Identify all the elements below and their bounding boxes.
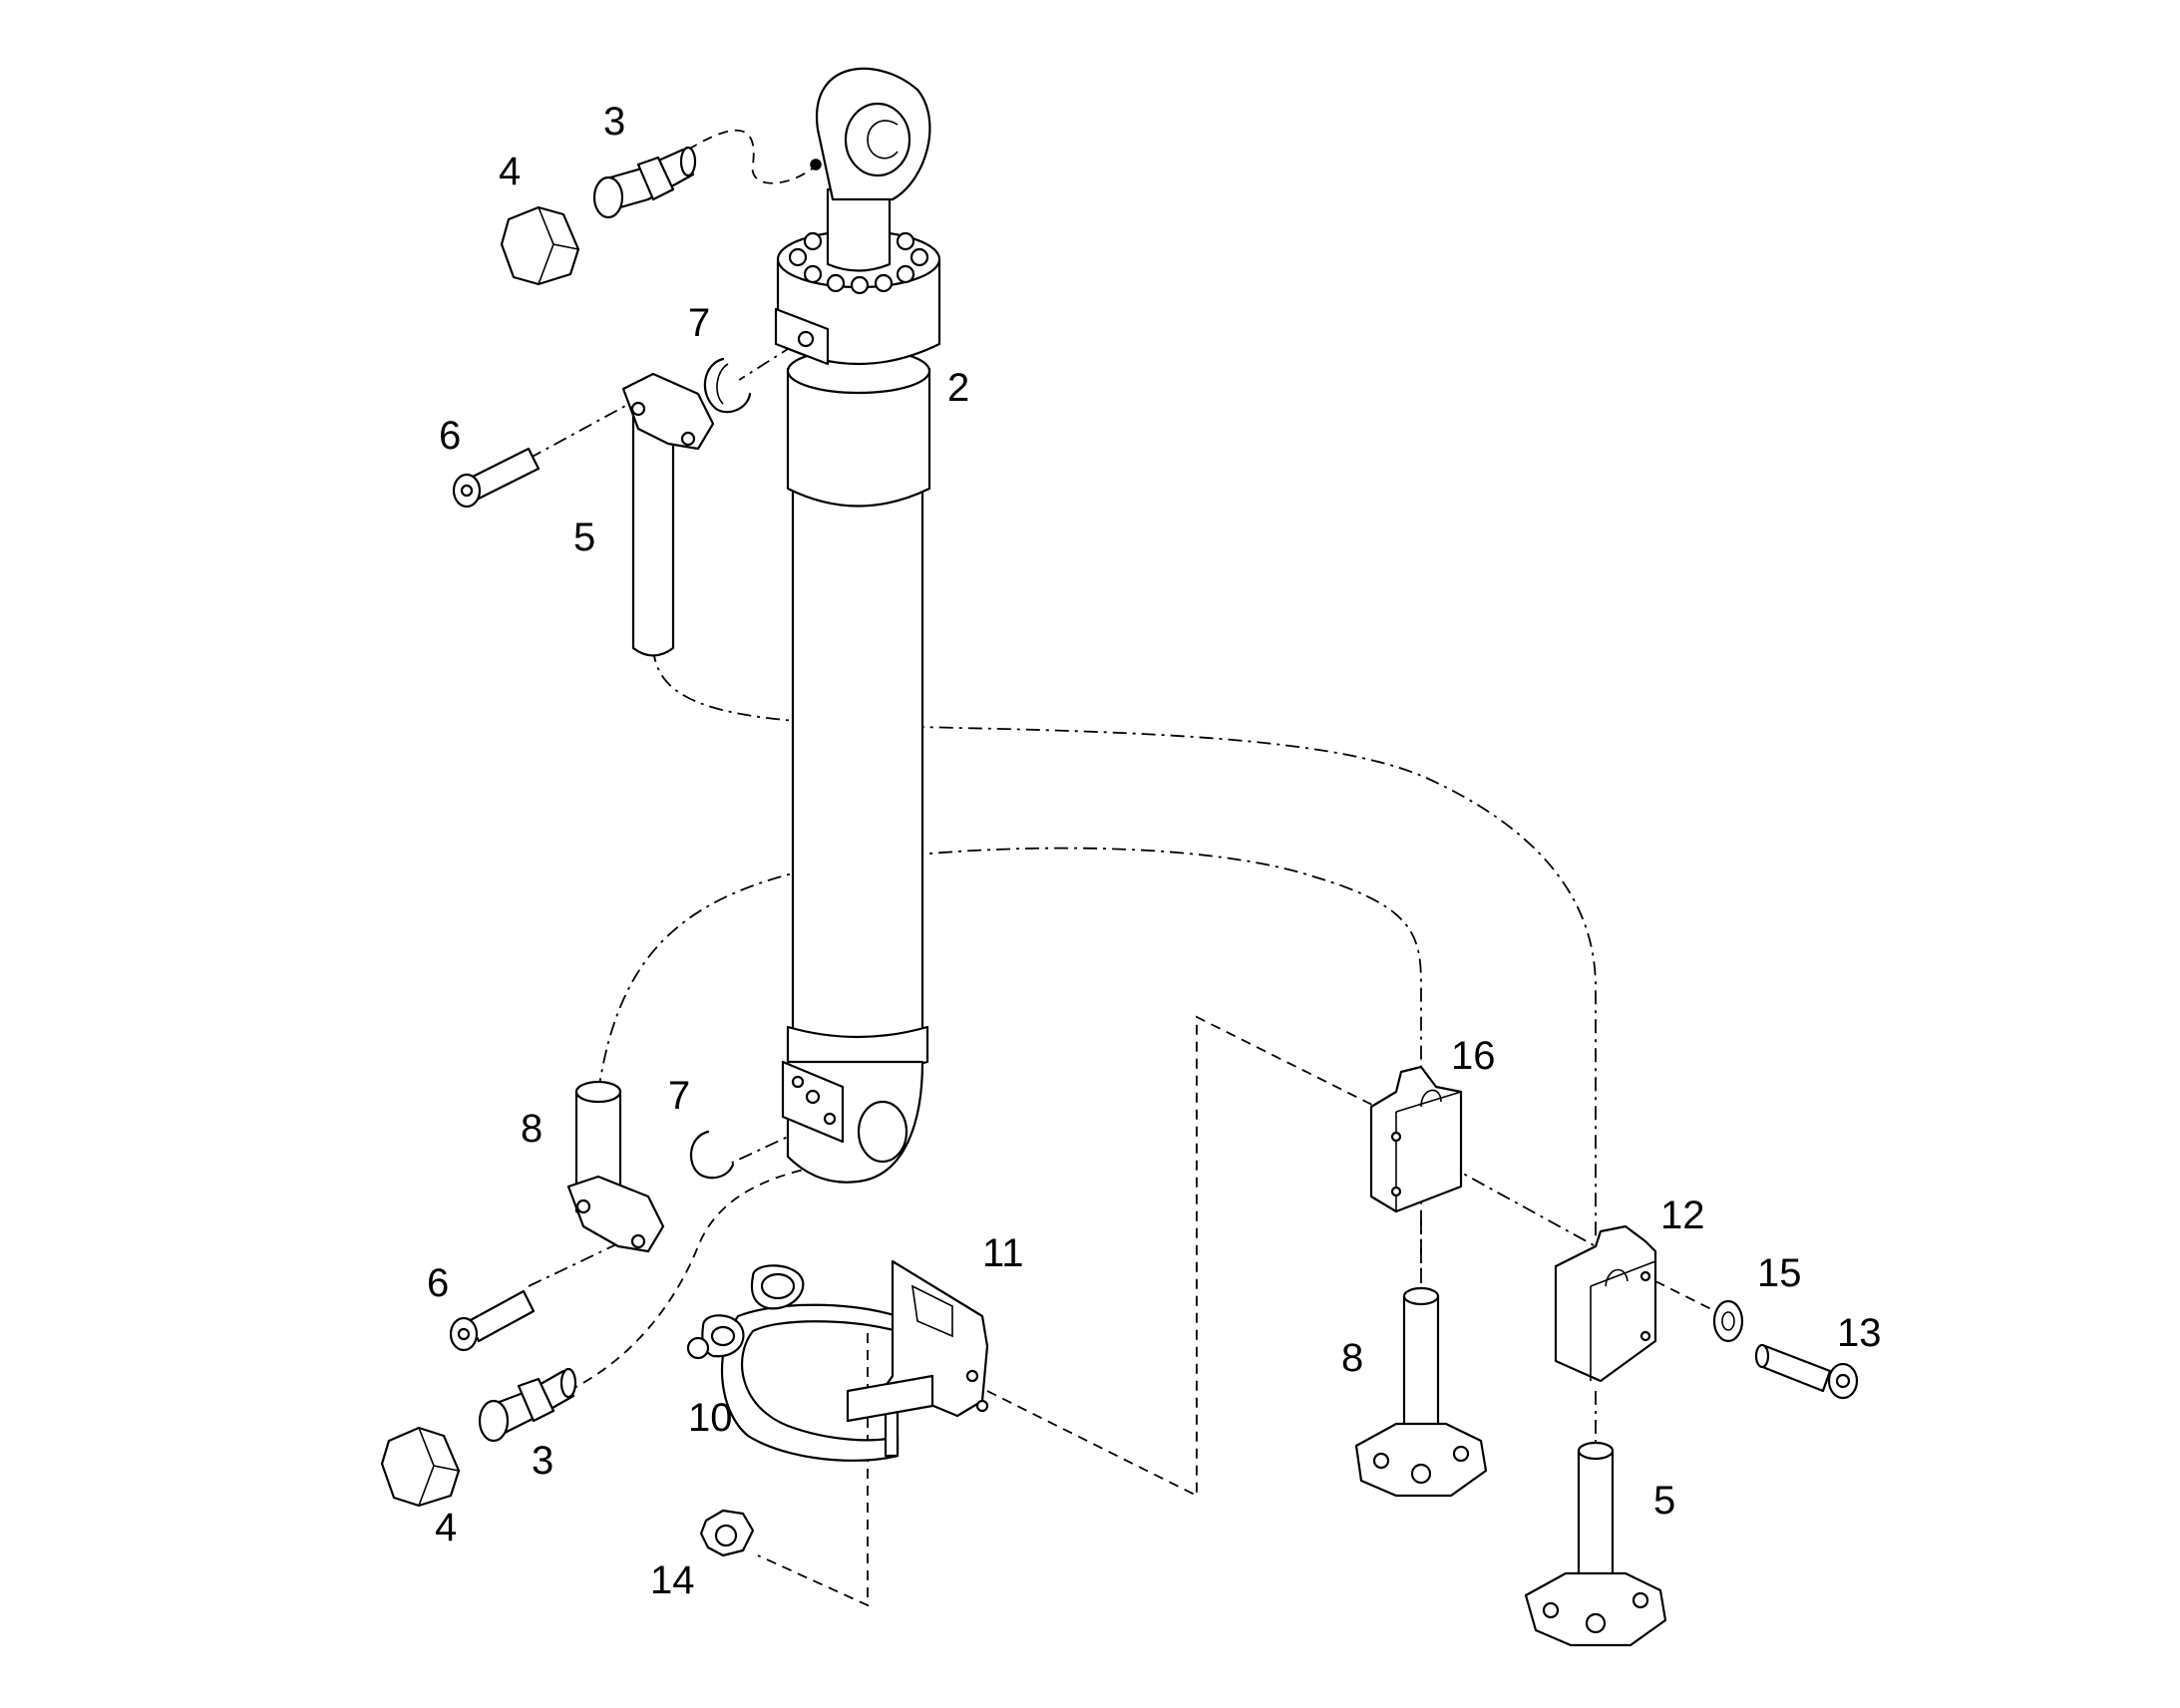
callout-6-bottom: 6: [427, 1261, 449, 1305]
pipe-left: [566, 1080, 665, 1253]
callout-12: 12: [1660, 1194, 1705, 1237]
clamp-12: [1554, 1224, 1657, 1383]
o-ring-top: [703, 357, 752, 414]
cap-top: [500, 205, 580, 286]
callout-13: 13: [1837, 1311, 1882, 1355]
callout-2: 2: [947, 366, 969, 410]
callout-14: 14: [650, 1558, 695, 1602]
callout-3-bottom: 3: [532, 1439, 553, 1483]
callout-4-bottom: 4: [435, 1506, 457, 1549]
fitting-bottom: [478, 1367, 577, 1443]
callout-5-top: 5: [573, 515, 595, 559]
clamp-bracket: [686, 1259, 989, 1462]
pipe-bottom: [1524, 1441, 1667, 1647]
bolt-13: [1754, 1343, 1859, 1400]
callout-7-top: 7: [688, 301, 710, 345]
callout-6-top: 6: [439, 414, 461, 458]
callout-4-top: 4: [499, 150, 521, 193]
pipe-right: [1354, 1286, 1488, 1498]
callout-5-bottom: 5: [1653, 1479, 1675, 1523]
pipe-top: [621, 372, 715, 657]
callout-8-right: 8: [1341, 1336, 1363, 1380]
clamp-16: [1369, 1065, 1463, 1213]
callout-10: 10: [688, 1396, 733, 1440]
nut: [699, 1509, 755, 1557]
head-bolts: [788, 231, 929, 295]
leader-lines: [528, 129, 1726, 1607]
bolt-top: [452, 447, 541, 509]
o-ring-bottom: [689, 1130, 735, 1180]
callout-8-left: 8: [521, 1107, 543, 1151]
fitting-top: [592, 146, 697, 219]
callout-11: 11: [982, 1231, 1024, 1275]
callout-3-top: 3: [603, 100, 625, 144]
washer: [1712, 1299, 1744, 1343]
callout-16: 16: [1451, 1034, 1496, 1078]
callout-7-bottom: 7: [668, 1074, 690, 1118]
cap-bottom: [380, 1426, 461, 1508]
callout-15: 15: [1757, 1251, 1802, 1295]
hydraulic-cylinder: [774, 67, 941, 1184]
bolt-bottom: [449, 1289, 536, 1352]
callout-labels: 3 4 7 2 6 5 16 7 8 12 11 15 6 13 8 10 3 …: [427, 100, 1882, 1602]
